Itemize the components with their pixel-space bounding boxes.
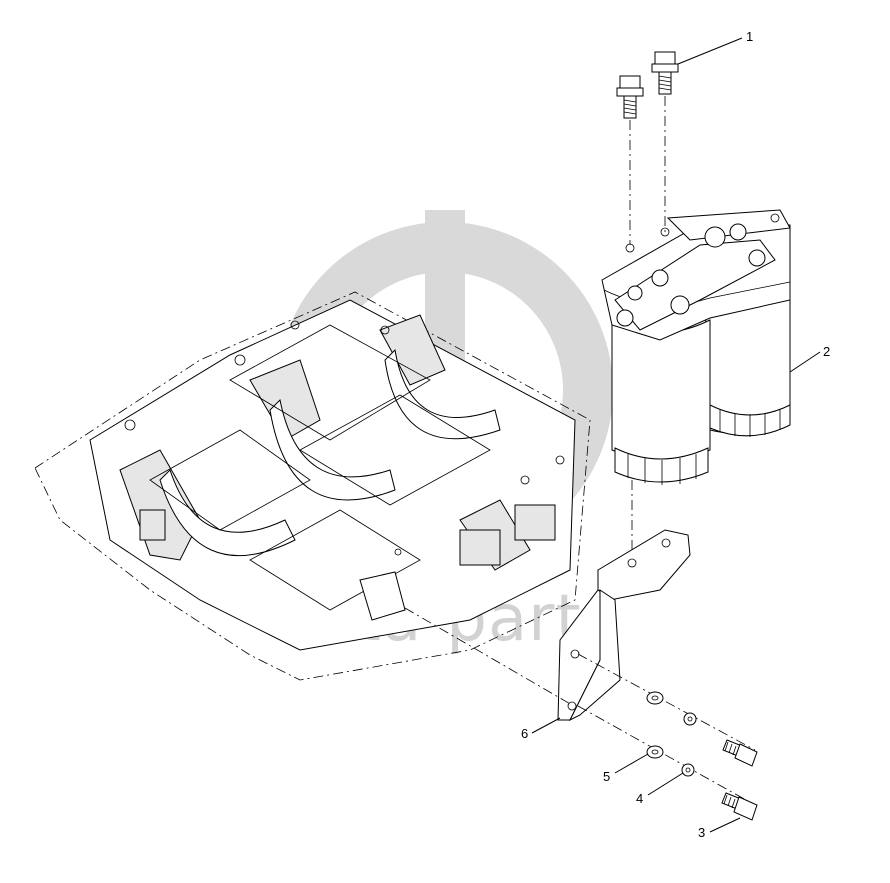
bolt-lower-upper	[722, 739, 758, 767]
lock-washer-upper	[683, 712, 697, 726]
washer-upper-outer	[646, 691, 664, 705]
callout-2: 2	[823, 344, 830, 359]
callout-5: 5	[603, 769, 610, 784]
callout-3: 3	[698, 825, 705, 840]
fuel-filter-assembly	[601, 209, 791, 485]
callout-6: 6	[521, 726, 528, 741]
washer-lower-outer	[646, 745, 664, 759]
assembly-line-bracket-lower-hardware	[577, 705, 756, 806]
engine-block	[34, 291, 591, 681]
callout-4: 4	[636, 791, 643, 806]
lock-washer-lower	[681, 763, 695, 777]
assembly-line-block-bracket	[404, 607, 573, 706]
bolt-lower-lower	[721, 792, 758, 821]
mounting-bracket	[557, 529, 691, 722]
bolt-upper-left	[616, 75, 644, 119]
callout-1: 1	[746, 29, 753, 44]
bolt-upper-right	[651, 51, 679, 95]
leader-lines	[531, 37, 821, 833]
assembly-line-bracket-upper-hardware	[577, 653, 756, 751]
